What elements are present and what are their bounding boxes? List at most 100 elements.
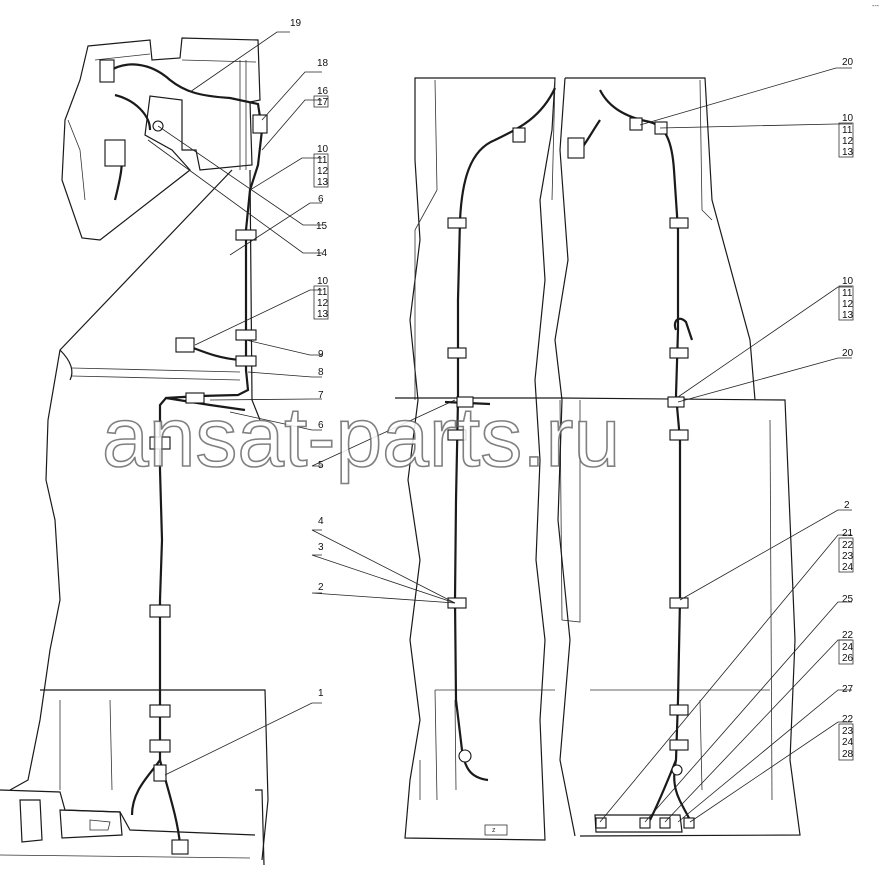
callout-12a: 12 (317, 166, 329, 177)
callout-1: 1 (318, 688, 324, 699)
clip-icon (669, 704, 689, 716)
connector-icon (252, 114, 268, 134)
callout-10a: 10 (317, 144, 329, 155)
callout-box (838, 639, 854, 665)
bottom-mark: z (492, 827, 496, 834)
clip-icon (639, 817, 651, 829)
callout-box (313, 95, 329, 108)
clip-icon (669, 429, 689, 441)
right-view-structure (395, 77, 801, 841)
callout-7: 7 (318, 390, 324, 401)
left-leader-lines (147, 31, 456, 776)
callout-2a: 2 (318, 582, 324, 593)
callout-box (838, 285, 854, 321)
callout-13a: 13 (317, 177, 329, 188)
clip-icon (669, 739, 689, 751)
clip-icon (153, 764, 167, 782)
clip-icon (149, 604, 171, 618)
callout-11a: 11 (317, 155, 328, 166)
right-callouts: 20 10 11 12 13 10 11 12 13 20 2 21 22 23… (838, 57, 854, 761)
callout-23c: 23 (842, 726, 854, 737)
callout-12b: 12 (317, 298, 329, 309)
grommet-icon (458, 749, 472, 763)
clip-icon (149, 739, 171, 753)
callout-16: 16 (317, 86, 329, 97)
callout-22a: 22 (842, 540, 854, 551)
clip-icon (512, 127, 526, 143)
callout-28: 28 (842, 749, 854, 760)
callout-box (313, 153, 329, 188)
clip-icon (667, 396, 685, 408)
left-view-structure (0, 37, 269, 866)
connector-icon (171, 839, 189, 855)
callout-24c: 24 (842, 737, 854, 748)
callout-10b: 10 (317, 276, 329, 287)
callout-15: 15 (316, 221, 328, 232)
callout-10c: 10 (842, 113, 854, 124)
callout-12c: 12 (842, 136, 854, 147)
callout-11b: 11 (317, 287, 328, 298)
clip-icon (235, 329, 257, 341)
callout-25: 25 (842, 594, 854, 605)
clip-icon (447, 217, 467, 229)
callout-box (838, 723, 854, 761)
watermark-text: ansat-parts.ru (102, 390, 620, 484)
callout-22b: 22 (842, 630, 854, 641)
callout-11c: 11 (842, 125, 853, 136)
callout-14: 14 (316, 248, 328, 259)
clip-icon (629, 117, 643, 131)
clip-icon (185, 392, 205, 404)
clip-icon (149, 704, 171, 718)
clip-icon (659, 817, 671, 829)
callout-6a: 6 (318, 194, 324, 205)
clip-icon (235, 355, 257, 367)
callout-3: 3 (318, 542, 324, 553)
callout-13b: 13 (317, 309, 329, 320)
connector-icon (99, 59, 115, 83)
callout-24a: 24 (842, 562, 854, 573)
right-leader-lines (599, 67, 852, 823)
callout-21: 21 (842, 528, 854, 539)
callout-13c: 13 (842, 147, 854, 158)
callout-17: 17 (317, 97, 329, 108)
callout-23a: 23 (842, 551, 854, 562)
clip-icon (669, 217, 689, 229)
callout-10d: 10 (842, 276, 854, 287)
callout-19: 19 (290, 18, 302, 29)
clip-icon (669, 347, 689, 359)
callout-13d: 13 (842, 310, 854, 321)
callout-6b: 6 (318, 420, 324, 431)
clip-icon (447, 597, 467, 609)
callout-4: 4 (318, 516, 324, 527)
clip-icon (669, 597, 689, 609)
corner-mark: --- (872, 3, 880, 10)
clip-icon (149, 436, 171, 450)
callout-9: 9 (318, 349, 324, 360)
callout-22c: 22 (842, 714, 854, 725)
callout-24b: 24 (842, 642, 854, 653)
callout-11d: 11 (842, 288, 853, 299)
clip-icon (456, 396, 474, 408)
callout-20b: 20 (842, 348, 854, 359)
connector-icon (567, 137, 585, 159)
callout-box (838, 537, 854, 573)
callout-20a: 20 (842, 57, 854, 68)
callout-5: 5 (318, 460, 324, 471)
clip-icon (595, 817, 607, 829)
callout-26: 26 (842, 653, 854, 664)
clip-icon (447, 347, 467, 359)
callout-2b: 2 (844, 500, 850, 511)
callout-8: 8 (318, 367, 324, 378)
clip-icon (683, 817, 695, 829)
callout-27: 27 (842, 684, 854, 695)
grommet-icon (671, 764, 683, 776)
callout-box (313, 285, 329, 320)
connector-icon (175, 337, 195, 353)
callout-12d: 12 (842, 299, 854, 310)
connector-icon (104, 139, 126, 167)
clip-icon (447, 429, 467, 441)
callout-box (838, 122, 854, 158)
callout-18: 18 (317, 58, 329, 69)
left-callouts: 19 18 16 17 10 11 12 13 6 15 14 10 11 12… (290, 18, 329, 699)
